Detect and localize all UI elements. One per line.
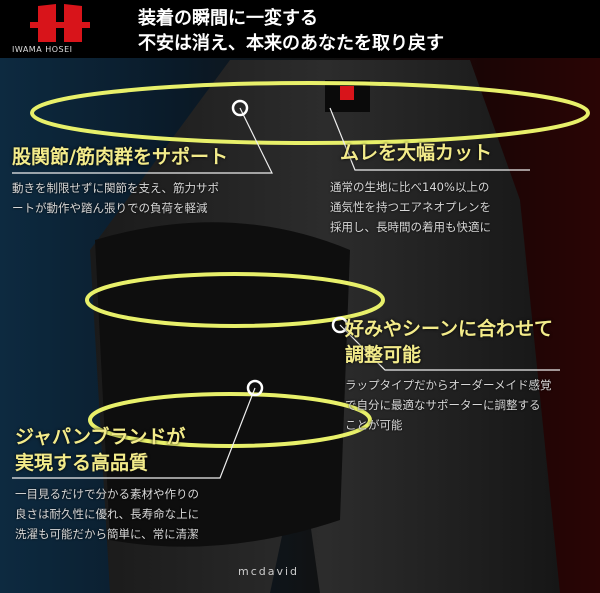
body-line: 採用し、長時間の着用も快適に (330, 220, 491, 234)
callout-dot (246, 379, 264, 397)
brand-name: IWAMA HOSEI (12, 45, 73, 54)
body-line: 一目見るだけで分かる素材や作りの (15, 487, 199, 501)
logo-patch-mark (340, 86, 354, 100)
callout-dots (231, 99, 349, 397)
body-line: 洗濯も可能だから簡単に、常に清潔 (15, 527, 199, 541)
body-line: で自分に最適なサポーターに調整する (345, 398, 541, 412)
header-banner: IWAMA HOSEI 装着の瞬間に一変する 不安は消え、本来のあなたを取り戻す (0, 0, 600, 58)
title-line: 実現する高品質 (15, 452, 149, 474)
highlight-ring-middle (85, 272, 385, 328)
callout-line-4 (12, 387, 256, 479)
callout-line-3 (339, 324, 560, 371)
body-line: 通気性を持つエアネオプレンを (330, 200, 491, 214)
garment-brand-logo: mcdavid (238, 565, 300, 578)
title-line: 調整可能 (345, 344, 422, 366)
body-line: ことが可能 (345, 418, 403, 432)
feature-4-title: ジャパンブランドが 実現する高品質 (15, 424, 185, 476)
callout-line-2 (329, 107, 530, 171)
title-line: 好みやシーンに合わせて (345, 318, 554, 340)
body-line: 通常の生地に比べ140%以上の (330, 180, 490, 194)
body-line: ラップタイプだからオーダーメイド感覚 (345, 378, 552, 392)
body-line: ートが動作や踏ん張りでの負荷を軽減 (12, 201, 208, 215)
feature-2-body: 通常の生地に比べ140%以上の 通気性を持つエアネオプレンを 採用し、長時間の着… (330, 177, 491, 237)
highlight-ring-lower (88, 392, 372, 448)
feature-3-body: ラップタイプだからオーダーメイド感覚 で自分に最適なサポーターに調整する ことが… (345, 375, 552, 435)
body-line: 動きを制限せずに関節を支え、筋力サポ (12, 181, 219, 195)
feature-1-title: 股関節/筋肉群をサポート (12, 146, 228, 168)
iwama-hosei-logo-icon (30, 4, 90, 42)
callout-line-1 (12, 107, 273, 174)
feature-4-body: 一目見るだけで分かる素材や作りの 良さは耐久性に優れ、長寿命な上に 洗濯も可能だ… (15, 484, 199, 544)
highlight-ring-top (30, 81, 590, 145)
headline-2: 不安は消え、本来のあなたを取り戻す (138, 33, 444, 54)
body-line: 良さは耐久性に優れ、長寿命な上に (15, 507, 200, 521)
callout-lines (12, 107, 560, 479)
callout-dot (331, 316, 349, 334)
feature-1-body: 動きを制限せずに関節を支え、筋力サポ ートが動作や踏ん張りでの負荷を軽減 (12, 178, 219, 218)
title-line: ジャパンブランドが (15, 426, 186, 448)
thigh-support-wrap (95, 222, 350, 547)
callout-dot (231, 99, 249, 117)
feature-3-title: 好みやシーンに合わせて 調整可能 (345, 316, 553, 368)
feature-2-title: ムレを大幅カット (340, 142, 493, 164)
headline-1: 装着の瞬間に一変する (138, 8, 318, 29)
